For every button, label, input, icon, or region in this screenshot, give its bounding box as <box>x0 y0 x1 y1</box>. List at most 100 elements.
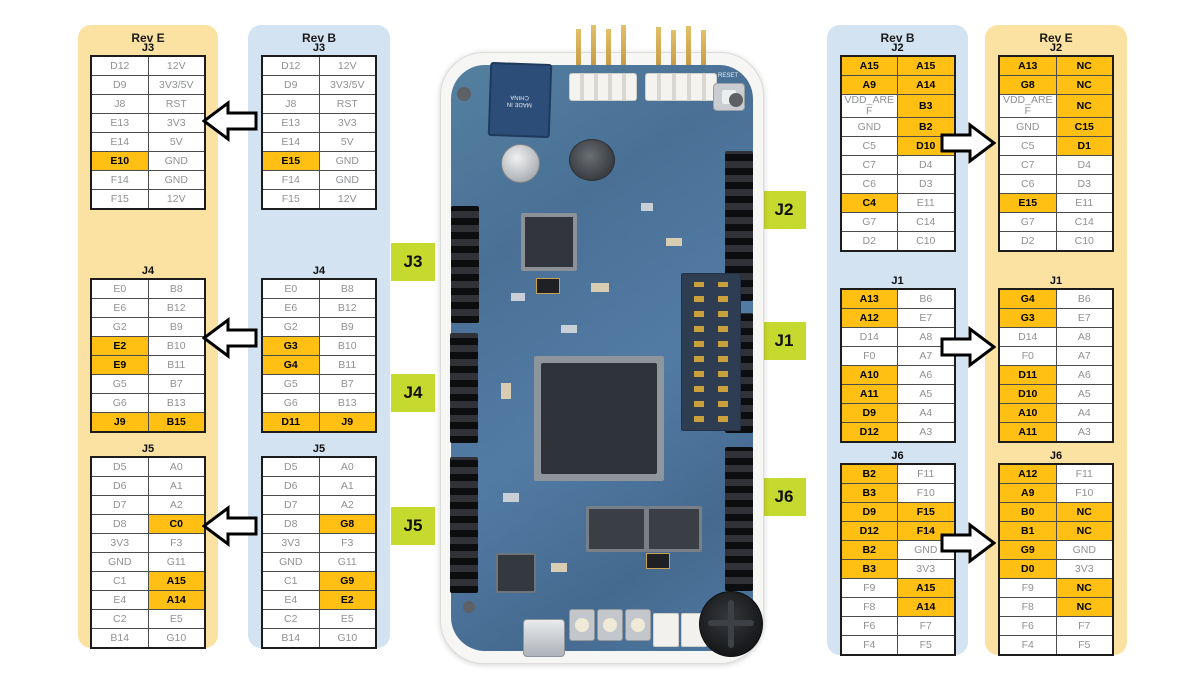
pin-cell: G10 <box>147 628 206 649</box>
pin-cell: A2 <box>147 495 206 515</box>
pin-table-title: J5 <box>141 443 155 455</box>
pin-cell: G7 <box>998 212 1057 232</box>
pin-cell: C1 <box>90 571 149 591</box>
connector-label-j5: J5 <box>391 507 435 545</box>
pin-cell: J8 <box>90 94 149 114</box>
power-connector <box>569 73 637 101</box>
pin-cell: NC <box>1055 55 1114 76</box>
pin-table-title: J3 <box>141 42 155 54</box>
pin-cell: 5V <box>147 132 206 152</box>
pin-cell: NC <box>1055 75 1114 95</box>
pin-cell: G3 <box>998 308 1057 328</box>
pin-cell: E10 <box>90 151 149 171</box>
pin-cell: C15 <box>1055 117 1114 137</box>
pin-cell: G8 <box>318 514 377 534</box>
pin-cell: F7 <box>897 616 955 636</box>
pin-cell: A6 <box>897 365 955 385</box>
pin-cell: G9 <box>318 571 377 591</box>
passive-component <box>641 203 653 211</box>
pin-cell: A0 <box>318 456 377 477</box>
pin-cell: E11 <box>1055 193 1114 213</box>
pin-cell: GND <box>147 151 206 171</box>
pin-cell: C10 <box>897 231 955 252</box>
pin-cell: GND <box>998 117 1057 137</box>
pin-cell: A4 <box>897 403 955 423</box>
pin-cell: 12V <box>318 189 377 210</box>
pin-table-title: J2 <box>891 42 904 54</box>
header-pin <box>621 25 626 83</box>
pin-table-title: J1 <box>891 275 904 287</box>
pin-cell: 5V <box>318 132 377 152</box>
jtag-header <box>681 273 741 431</box>
panel-title: Rev E <box>1039 31 1073 45</box>
pin-cell: B10 <box>147 336 206 356</box>
pin-cell: B13 <box>318 393 377 413</box>
pin-cell: E9 <box>90 355 149 375</box>
push-button <box>625 609 651 641</box>
socket-header-j5 <box>450 457 478 593</box>
pin-cell: GND <box>1055 540 1114 560</box>
pin-cell: A14 <box>897 75 955 95</box>
pin-cell: F11 <box>897 463 955 484</box>
pin-cell: G2 <box>261 317 320 337</box>
pin-cell: E4 <box>90 590 149 610</box>
pin-cell: D12 <box>840 521 898 541</box>
arrow-left-icon <box>202 317 258 359</box>
pin-cell: J8 <box>261 94 320 114</box>
pin-cell: D7 <box>90 495 149 515</box>
pin-table-title: J1 <box>1049 275 1063 287</box>
pin-cell: F11 <box>1055 463 1114 484</box>
pin-cell: E5 <box>147 609 206 629</box>
pin-cell: G4 <box>261 355 320 375</box>
pin-table-title: J5 <box>312 443 326 455</box>
header-pin <box>701 30 706 83</box>
pin-cell: D3 <box>897 174 955 194</box>
pin-cell: C5 <box>840 136 898 156</box>
pin-cell: A7 <box>1055 346 1114 366</box>
pin-cell: C10 <box>1055 231 1114 252</box>
pin-cell: C2 <box>261 609 320 629</box>
